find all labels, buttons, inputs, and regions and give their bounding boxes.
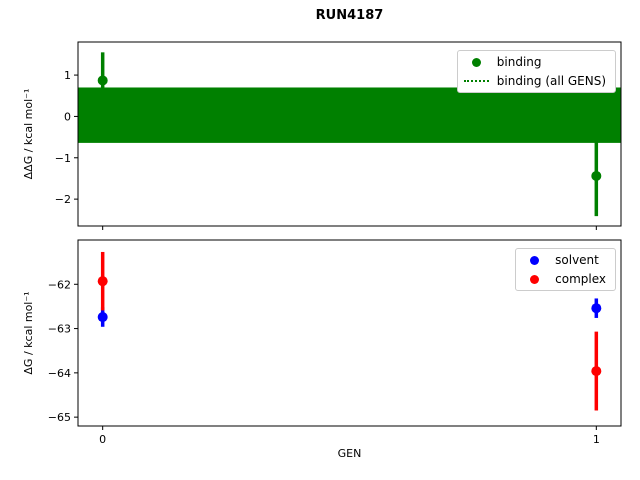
complex-marker-icon — [530, 274, 540, 284]
data-point — [97, 312, 108, 323]
legend-top: binding binding (all GENS) — [456, 50, 616, 93]
figure-title: RUN4187 — [315, 8, 384, 23]
data-point — [591, 170, 602, 181]
solvent-marker-icon — [530, 255, 540, 265]
legend-item-binding: binding — [464, 55, 606, 69]
legend-bottom: solvent complex — [515, 248, 616, 291]
data-point — [591, 366, 602, 377]
legend-item-complex: complex — [522, 272, 606, 286]
data-point — [97, 75, 108, 86]
legend-label-binding: binding — [496, 55, 542, 69]
legend-label-solvent: solvent — [555, 253, 599, 267]
y-tick-label: −2 — [55, 193, 71, 206]
plot-frame — [77, 239, 622, 427]
plot-frame — [77, 41, 622, 227]
legend-label-complex: complex — [555, 272, 606, 286]
x-tick-label: 1 — [593, 433, 600, 446]
legend-item-solvent: solvent — [522, 253, 606, 267]
dotted-line-marker-icon — [463, 80, 489, 82]
binding-marker-icon — [471, 57, 481, 67]
y-axis-label: ΔΔG / kcal mol⁻¹ — [22, 89, 35, 180]
y-tick-label: −65 — [48, 411, 71, 424]
data-point — [97, 276, 108, 287]
y-tick-label: 0 — [64, 110, 71, 123]
x-tick-label: 0 — [99, 433, 106, 446]
legend-item-binding-all-gens: binding (all GENS) — [463, 74, 606, 88]
y-tick-label: −62 — [48, 278, 71, 291]
y-tick-label: −63 — [48, 323, 71, 336]
y-tick-label: 1 — [64, 69, 71, 82]
legend-label-binding-all-gens: binding (all GENS) — [496, 74, 606, 88]
y-tick-label: −64 — [48, 367, 71, 380]
y-tick-label: −1 — [55, 152, 71, 165]
x-axis-label: GEN — [338, 447, 362, 460]
data-point — [591, 303, 602, 314]
y-axis-label: ΔG / kcal mol⁻¹ — [22, 291, 35, 374]
